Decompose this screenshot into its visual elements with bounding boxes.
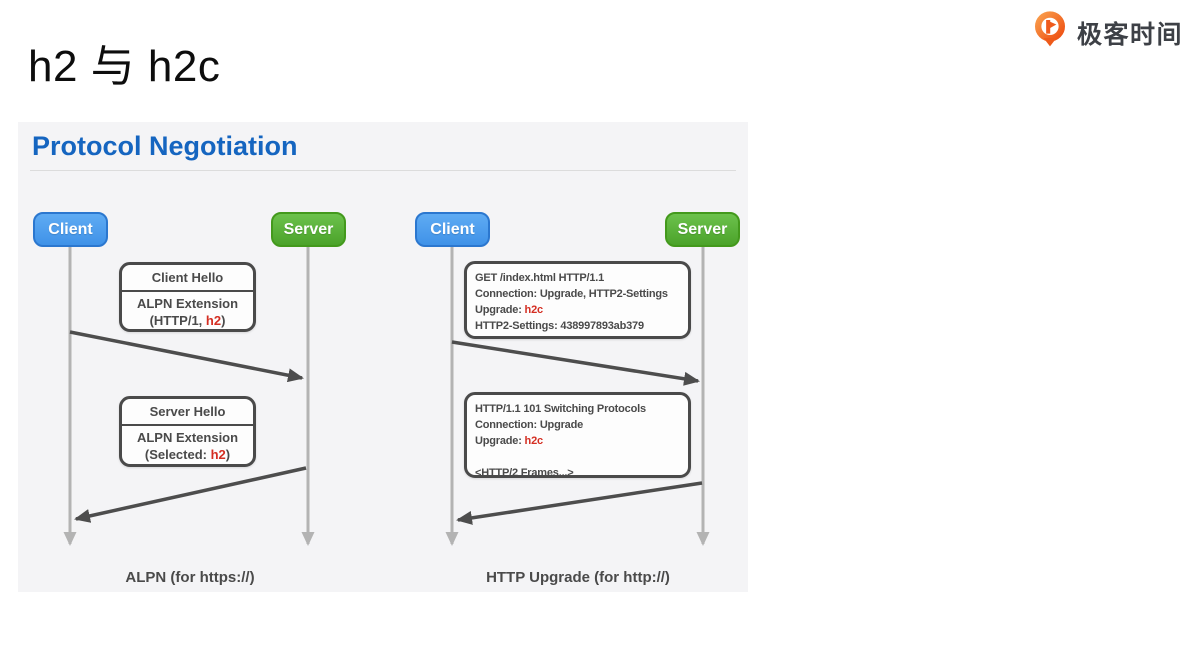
page-title: h2 与 h2c xyxy=(28,42,221,91)
alpn-caption: ALPN (for https://) xyxy=(125,569,255,586)
response-line: HTTP/1.1 101 Switching Protocols xyxy=(475,403,646,415)
geektime-logo: 极客时间 xyxy=(1030,10,1183,55)
upgrade-caption: HTTP Upgrade (for http://) xyxy=(486,569,670,586)
alpn-server-hello-title: Server Hello xyxy=(122,399,253,426)
panel-heading: Protocol Negotiation xyxy=(32,131,298,161)
request-line: HTTP2-Settings: 438997893ab379 xyxy=(475,320,644,332)
h2c-highlight: h2c xyxy=(524,435,544,447)
geektime-logo-text: 极客时间 xyxy=(1076,20,1183,49)
alpn-client-badge: Client xyxy=(33,212,108,247)
alpn-server-hello-box: Server Hello ALPN Extension (Selected: h… xyxy=(119,396,256,467)
response-line: <HTTP/2 Frames...> xyxy=(475,467,574,479)
protocol-negotiation-panel: Protocol Negotiation xyxy=(18,122,748,592)
alpn-server-badge: Server xyxy=(271,212,346,247)
blank-line xyxy=(475,449,680,465)
alpn-client-hello-box: Client Hello ALPN Extension (HTTP/1, h2) xyxy=(119,262,256,332)
request-line: GET /index.html HTTP/1.1 xyxy=(475,272,605,284)
alpn-client-hello-title: Client Hello xyxy=(122,265,253,292)
upgrade-request-box: GET /index.html HTTP/1.1 Connection: Upg… xyxy=(464,261,691,339)
request-line: Connection: Upgrade, HTTP2-Settings xyxy=(475,288,668,300)
request-line: Upgrade: h2c xyxy=(475,304,544,316)
alpn-client-hello-body: ALPN Extension (HTTP/1, h2) xyxy=(122,292,253,329)
alpn-protocol-list: (HTTP/1, h2) xyxy=(149,313,226,328)
upgrade-response-box: HTTP/1.1 101 Switching Protocols Connect… xyxy=(464,392,691,479)
h2c-highlight: h2c xyxy=(524,304,544,316)
upgrade-client-badge: Client xyxy=(415,212,490,247)
alpn-extension-label: ALPN Extension xyxy=(136,430,239,445)
response-line: Upgrade: h2c xyxy=(475,435,544,447)
heading-divider xyxy=(30,170,736,171)
alpn-extension-label: ALPN Extension xyxy=(136,296,239,311)
h2-highlight: h2 xyxy=(205,313,222,328)
h2-highlight: h2 xyxy=(210,447,226,462)
alpn-selected-protocol: (Selected: h2) xyxy=(144,447,231,462)
alpn-server-hello-body: ALPN Extension (Selected: h2) xyxy=(122,426,253,463)
upgrade-server-badge: Server xyxy=(665,212,740,247)
response-line: Connection: Upgrade xyxy=(475,419,584,431)
geektime-logo-icon xyxy=(1030,10,1070,55)
